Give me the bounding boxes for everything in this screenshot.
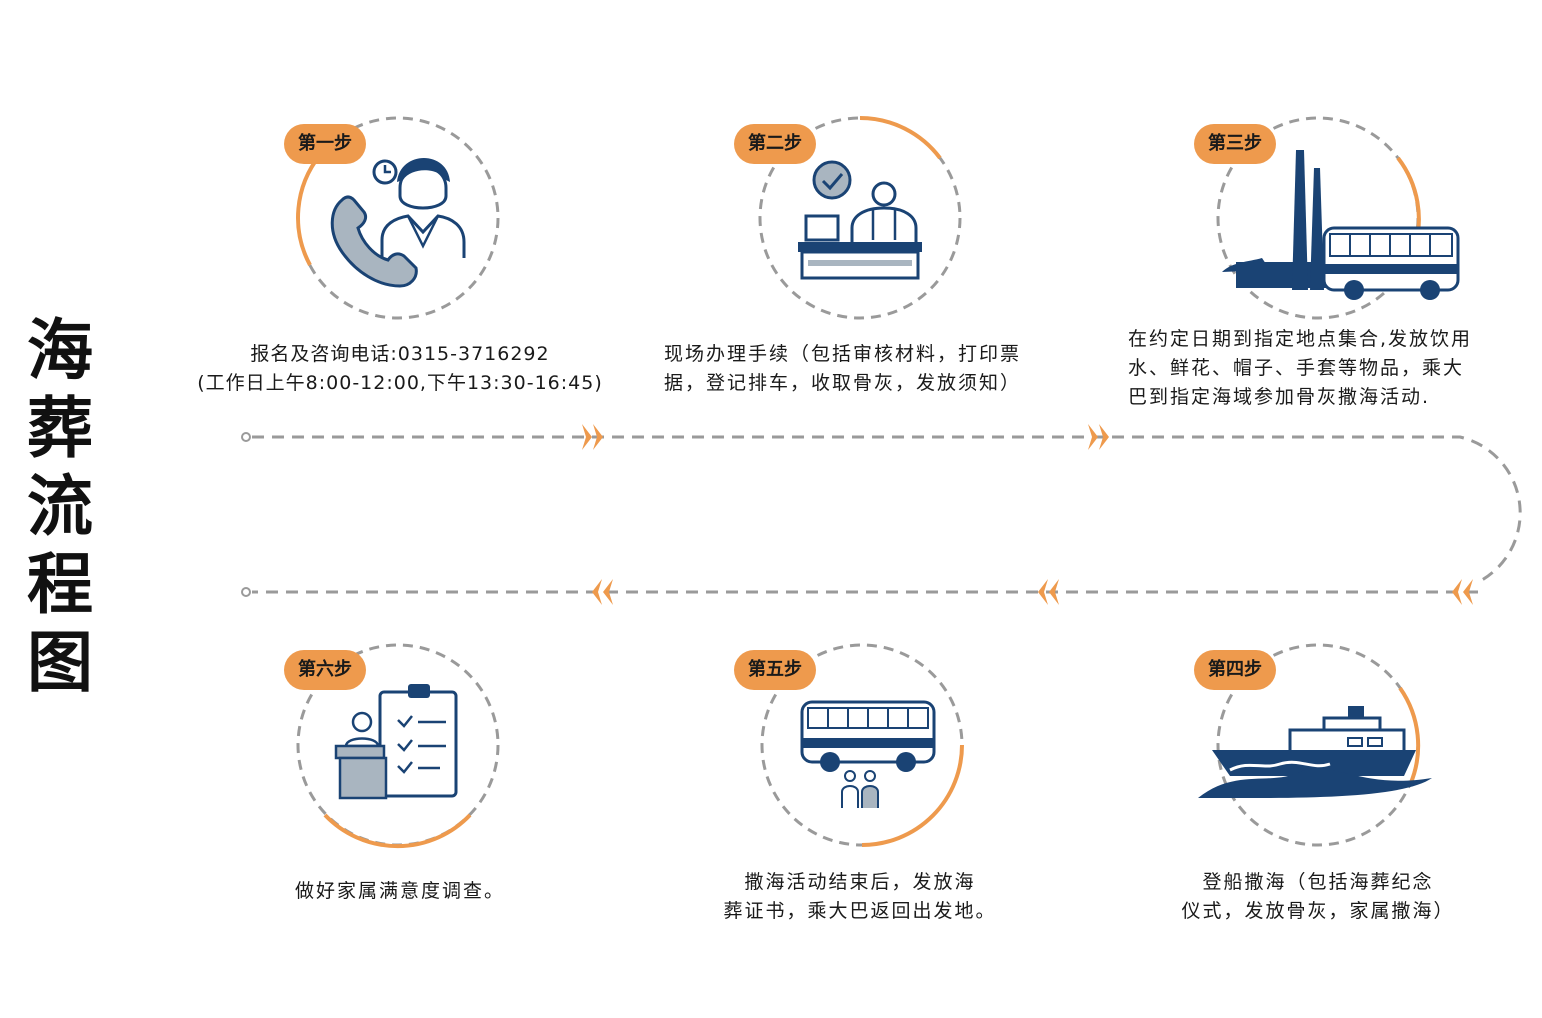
arrow-left-icon bbox=[592, 579, 613, 605]
step-description: 撒海活动结束后，发放海 葬证书，乘大巴返回出发地。 bbox=[690, 868, 1030, 926]
title-char: 图 bbox=[27, 624, 93, 701]
phone-consultant-icon bbox=[330, 158, 466, 288]
step-description-line: 仪式，发放骨灰，家属撒海） bbox=[1181, 900, 1455, 922]
step-badge: 第三步 bbox=[1194, 124, 1276, 164]
step-circle bbox=[758, 116, 962, 320]
arrow-right-icon bbox=[582, 424, 603, 450]
page-title: 海 葬 流 程 图 bbox=[20, 312, 100, 702]
flow-line-top bbox=[252, 435, 1522, 582]
flow-start-dot bbox=[241, 432, 251, 442]
step-badge: 第六步 bbox=[284, 650, 366, 690]
title-char: 海 bbox=[27, 312, 93, 389]
title-char: 流 bbox=[27, 468, 93, 545]
step-description: 做好家属满意度调查。 bbox=[250, 877, 550, 906]
flow-end-dot bbox=[241, 587, 251, 597]
bus-passengers-icon bbox=[800, 700, 936, 808]
step-description-line: 现场办理手续（包括审核材料，打印票 bbox=[664, 343, 1022, 365]
step-badge: 第五步 bbox=[734, 650, 816, 690]
title-char: 葬 bbox=[27, 390, 93, 467]
step-description-line: 水、鲜花、帽子、手套等物品，乘大 bbox=[1128, 357, 1465, 379]
arrow-left-icon bbox=[1038, 579, 1059, 605]
step-description-line: 据，登记排车，收取骨灰，发放须知） bbox=[664, 372, 1022, 394]
ship-on-waves-icon bbox=[1198, 706, 1432, 799]
arrow-left-icon bbox=[1452, 579, 1473, 605]
step-circle bbox=[1216, 643, 1421, 847]
flow-arrows bbox=[582, 424, 1473, 605]
step-description-line: 巴到指定海域参加骨灰撒海活动. bbox=[1128, 386, 1431, 408]
title-char: 程 bbox=[27, 546, 93, 623]
step-description-line: 在约定日期到指定地点集合,发放饮用 bbox=[1128, 328, 1473, 350]
step-circle bbox=[760, 643, 964, 847]
step-description-line: 做好家属满意度调查。 bbox=[294, 880, 505, 902]
step-description-line: 葬证书，乘大巴返回出发地。 bbox=[723, 900, 997, 922]
bus-at-port-icon bbox=[1222, 150, 1460, 300]
step-description: 现场办理手续（包括审核材料，打印票 据，登记排车，收取骨灰，发放须知） bbox=[664, 340, 1074, 398]
flow-path bbox=[241, 432, 1522, 597]
arrow-right-icon bbox=[1088, 424, 1109, 450]
step-description: 登船撒海（包括海葬纪念 仪式，发放骨灰，家属撒海） bbox=[1140, 868, 1496, 926]
step-circle bbox=[296, 116, 500, 320]
step-circle bbox=[296, 643, 500, 849]
step-description-line: 登船撒海（包括海葬纪念 bbox=[1202, 871, 1434, 893]
step-badge: 第二步 bbox=[734, 124, 816, 164]
step-description-line: 撒海活动结束后，发放海 bbox=[744, 871, 976, 893]
step-description-line: (工作日上午8:00-12:00,下午13:30-16:45) bbox=[197, 372, 603, 394]
registration-desk-icon bbox=[798, 160, 922, 280]
step-badge: 第一步 bbox=[284, 124, 366, 164]
step-badge: 第四步 bbox=[1194, 650, 1276, 690]
step-description-line: 报名及咨询电话:0315-3716292 bbox=[250, 343, 550, 365]
survey-clipboard-icon bbox=[334, 684, 458, 800]
step-description: 在约定日期到指定地点集合,发放饮用 水、鲜花、帽子、手套等物品，乘大 巴到指定海… bbox=[1128, 325, 1528, 412]
step-description: 报名及咨询电话:0315-3716292 (工作日上午8:00-12:00,下午… bbox=[170, 340, 630, 398]
